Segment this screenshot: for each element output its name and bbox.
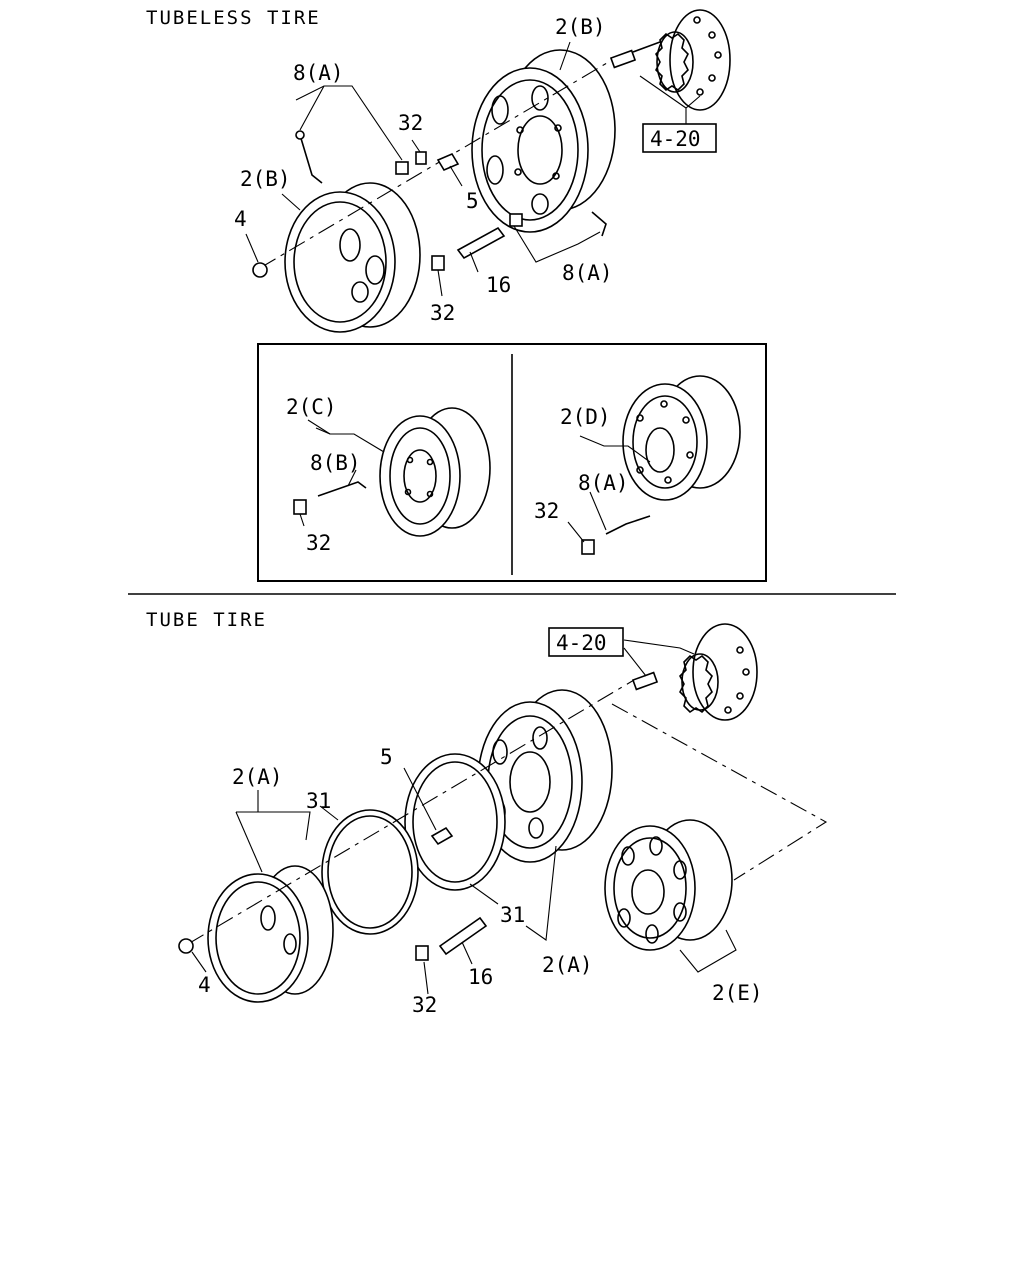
hub-assembly-bottom	[679, 623, 758, 721]
callout-8a-inset: 8(A)	[578, 471, 629, 495]
leader-lines-tubeless	[245, 41, 701, 297]
nut-32-upper-2	[415, 151, 427, 165]
callout-8b: 8(B)	[310, 451, 361, 475]
reference-4-20-bottom: 4-20	[556, 631, 607, 655]
callout-32-inset-right: 32	[534, 499, 559, 523]
disc-wheel-2e	[604, 819, 733, 951]
callout-8a-right: 8(A)	[562, 261, 613, 285]
callout-2b-top: 2(B)	[555, 15, 606, 39]
hub-bolt-bottom	[631, 671, 659, 691]
tubeless-axis-line	[259, 59, 613, 269]
nut-32-lower	[431, 255, 445, 271]
callout-2b-left: 2(B)	[240, 167, 291, 191]
tube-section-title: TUBE TIRE	[146, 609, 267, 631]
nut-32-upper	[395, 161, 409, 175]
callout-4-tube: 4	[198, 973, 211, 997]
callout-32-top: 32	[398, 111, 423, 135]
disc-wheel-2c	[379, 407, 491, 537]
nut-32-tube	[415, 945, 429, 961]
reference-box-4-20-bottom	[548, 627, 624, 657]
callout-32-inset-left: 32	[306, 531, 331, 555]
side-ring-31	[321, 809, 419, 935]
nut-32-inset-left	[293, 499, 307, 515]
disc-wheel-2a-inner	[207, 865, 334, 1003]
hub-bolt-16-tube	[438, 916, 488, 956]
callout-31-top: 31	[306, 789, 331, 813]
nut-8a-lower	[509, 213, 523, 227]
leader-lines-tube	[191, 639, 737, 995]
callout-2c: 2(C)	[286, 395, 337, 419]
callout-32-bottom: 32	[430, 301, 455, 325]
hub-bolt-top	[609, 41, 661, 69]
callout-2d: 2(D)	[560, 405, 611, 429]
variant-inset-box	[257, 343, 767, 582]
callout-16-tube: 16	[468, 965, 493, 989]
part-5-tube	[430, 826, 454, 846]
nut-32-inset-right	[581, 539, 595, 555]
reference-4-20-top: 4-20	[650, 127, 701, 151]
nut-4-tube	[178, 938, 194, 954]
callout-2a-left: 2(A)	[232, 765, 283, 789]
valve-extension-upper	[299, 134, 323, 184]
callout-32-tube: 32	[412, 993, 437, 1017]
alternate-wheel-line	[611, 703, 828, 881]
callout-5-tube: 5	[380, 745, 393, 769]
callout-4-tubeless: 4	[234, 207, 247, 231]
disc-wheel-2b-outer	[471, 49, 616, 233]
nut-4-tubeless	[252, 262, 268, 278]
callout-8a-top: 8(A)	[293, 61, 344, 85]
tubeless-section-title: TUBELESS TIRE	[146, 7, 321, 29]
part-5-tubeless	[436, 152, 460, 172]
reference-box-4-20-top	[642, 123, 717, 153]
valve-8b	[317, 481, 367, 497]
leader-lines-inset	[299, 419, 651, 543]
valve-extension-right	[591, 211, 607, 237]
hub-bolt-16-tubeless	[456, 226, 506, 260]
lock-ring-31	[404, 753, 506, 891]
callout-16-tubeless: 16	[486, 273, 511, 297]
callout-2a-right: 2(A)	[542, 953, 593, 977]
valve-8a-inset	[605, 515, 651, 535]
disc-wheel-2d	[622, 375, 741, 501]
callout-5-tubeless: 5	[466, 189, 479, 213]
hub-assembly-top	[655, 9, 731, 111]
callout-2e: 2(E)	[712, 981, 763, 1005]
callout-31-bottom: 31	[500, 903, 525, 927]
disc-wheel-2b-inner	[284, 182, 421, 333]
